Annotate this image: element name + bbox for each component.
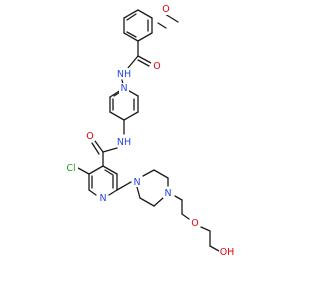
bond (137, 55, 152, 64)
atom-labels: O O NH N NH O Cl N N N O OH (64, 4, 235, 258)
bond (123, 111, 139, 121)
bond (123, 9, 139, 19)
bond (116, 181, 132, 191)
bond (88, 165, 104, 175)
bond (88, 189, 97, 196)
chlorine: Cl (66, 163, 75, 174)
hydroxyl-group: OH (220, 247, 235, 258)
pyridine-nitrogen-2: N (99, 193, 106, 204)
amide-oxygen-2: O (86, 131, 93, 142)
bond (157, 22, 167, 29)
bond (77, 167, 90, 175)
bond (136, 186, 141, 199)
piperazine-nitrogen-4: N (164, 188, 171, 199)
bonds (77, 9, 220, 252)
bond (108, 189, 118, 196)
bond (139, 197, 155, 207)
molecule-canvas: O O NH N NH O Cl N N N O OH (64, 4, 235, 258)
bond (109, 111, 125, 121)
bond (153, 197, 164, 207)
methoxy-oxygen: O (162, 4, 169, 15)
bond (181, 213, 190, 220)
pyridine-nitrogen-1: N (120, 83, 127, 94)
bond (209, 245, 220, 252)
bond (137, 9, 153, 19)
bond (153, 169, 169, 179)
bond (200, 226, 211, 232)
bond (91, 142, 100, 155)
bond (102, 165, 118, 175)
bond (104, 169, 114, 176)
bond (164, 13, 179, 23)
amide-nh-1: NH (117, 69, 131, 80)
ether-oxygen: O (191, 218, 198, 229)
bond (94, 140, 104, 153)
structure-diagram: O O NH N NH O Cl N N N O OH (64, 4, 235, 258)
bond (142, 169, 155, 177)
bond (137, 32, 153, 42)
bond (123, 32, 139, 42)
amide-oxygen-1: O (153, 61, 160, 72)
bond (126, 13, 137, 21)
bond (126, 31, 137, 38)
piperazine-nitrogen-1: N (133, 177, 140, 188)
bond (137, 59, 150, 67)
amide-nh-2: NH (117, 137, 131, 148)
bond (174, 195, 183, 201)
bond (127, 55, 139, 69)
bond (102, 147, 118, 153)
